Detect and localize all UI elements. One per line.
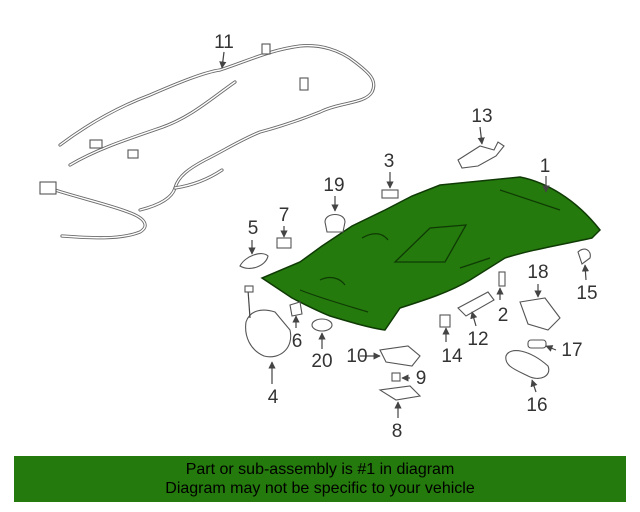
callout-4: 4 xyxy=(268,387,279,408)
callout-7: 7 xyxy=(279,205,290,226)
banner-line-2: Diagram may not be specific to your vehi… xyxy=(165,480,475,497)
callout-9: 9 xyxy=(416,368,427,389)
callout-2: 2 xyxy=(498,305,509,326)
headliner-shape xyxy=(260,176,601,331)
wiring-harness xyxy=(39,43,376,240)
callout-13: 13 xyxy=(471,106,492,127)
banner-line-1: Part or sub-assembly is #1 in diagram xyxy=(185,461,455,478)
callout-15: 15 xyxy=(576,283,597,304)
callout-18: 18 xyxy=(527,262,548,283)
callout-3: 3 xyxy=(384,151,395,172)
callout-6: 6 xyxy=(292,331,303,352)
callout-20: 20 xyxy=(311,351,332,372)
callout-5: 5 xyxy=(248,218,259,239)
callout-10: 10 xyxy=(346,346,367,367)
callout-16: 16 xyxy=(526,395,547,416)
headliner-part-1 xyxy=(260,176,601,331)
callout-17: 17 xyxy=(561,340,582,361)
callout-19: 19 xyxy=(323,175,344,196)
callout-11: 11 xyxy=(214,32,234,53)
leader-lines xyxy=(219,51,590,418)
small-parts xyxy=(239,141,591,401)
callout-1: 1 xyxy=(540,156,551,177)
callout-8: 8 xyxy=(392,421,403,442)
callout-12: 12 xyxy=(467,329,488,350)
info-banner: Part or sub-assembly is #1 in diagram Di… xyxy=(14,456,626,502)
callout-14: 14 xyxy=(441,346,463,367)
